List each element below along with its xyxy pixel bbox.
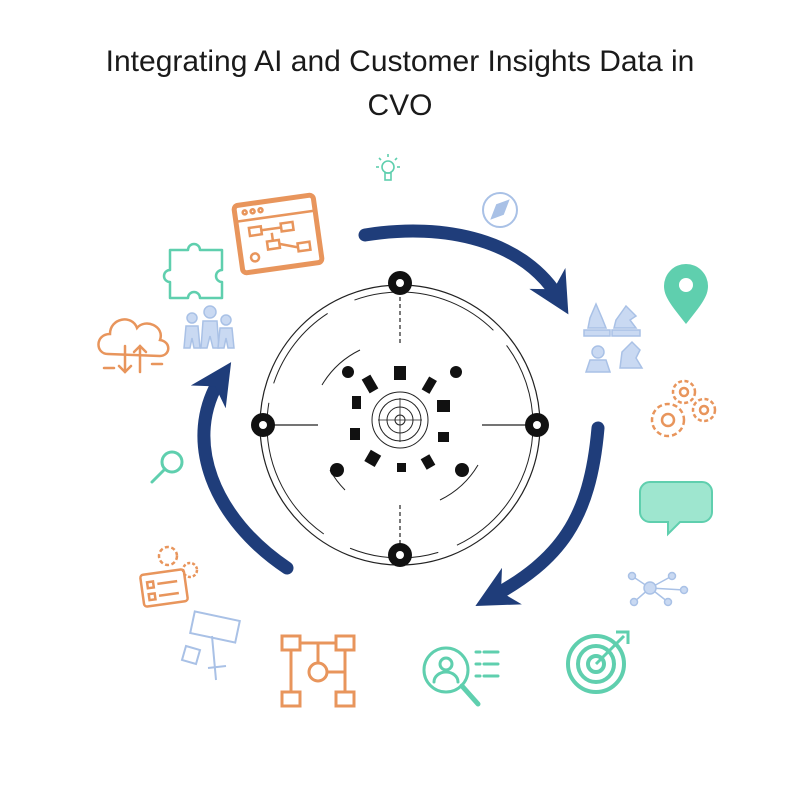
settings-checklist-icon: [139, 545, 199, 608]
hierarchy-icon: [280, 634, 356, 708]
lightbulb-icon: [376, 154, 400, 181]
magnifier-icon: [150, 450, 184, 484]
arrow-left: [190, 362, 294, 575]
title-line-1: Integrating AI and Customer Insights Dat…: [105, 45, 695, 78]
cycle-arrows: [190, 224, 605, 606]
target-icon: [566, 630, 630, 694]
signpost-icon: [180, 610, 241, 681]
compass-icon: [482, 192, 518, 228]
title-line-2: CVO: [367, 89, 433, 122]
network-icon: [627, 571, 689, 607]
ai-core: [251, 271, 549, 567]
user-search-icon: [422, 646, 500, 707]
gears-icon: [650, 379, 717, 438]
location-pin-icon: [664, 264, 708, 324]
cloud-exchange-icon: [97, 318, 170, 374]
flowchart-window-icon: [231, 192, 325, 276]
arrow-top: [358, 224, 569, 315]
chess-pieces-icon: [583, 302, 644, 373]
page-title: Integrating AI and Customer Insights Dat…: [0, 40, 800, 128]
speech-bubble-icon: [639, 481, 713, 537]
team-icon: [183, 305, 235, 349]
arrow-right: [475, 421, 605, 606]
puzzle-icon: [162, 242, 224, 300]
